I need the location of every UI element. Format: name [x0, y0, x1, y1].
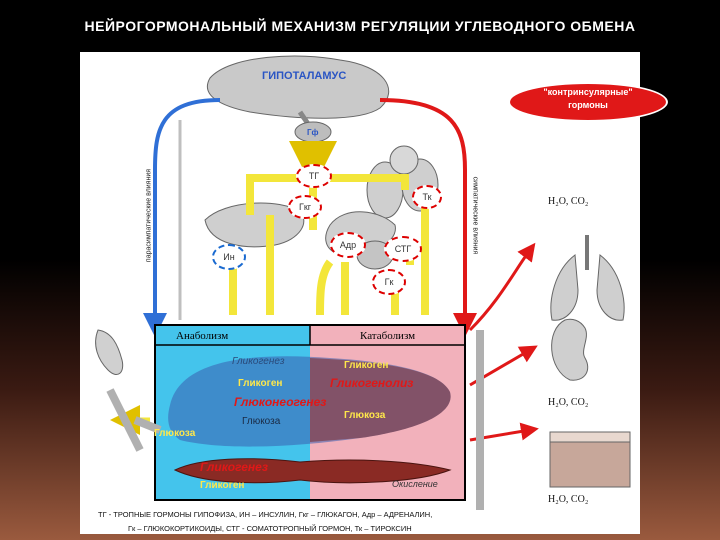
pituitary-label: Гф: [307, 128, 319, 137]
sympathetic-label: симпатические влияния: [472, 151, 479, 281]
footer-line-1: ТГ - ТРОПНЫЕ ГОРМОНЫ ГИПОФИЗА, ИН – ИНСУ…: [98, 510, 432, 519]
hypothalamus-label: ГИПОТАЛАМУС: [262, 70, 346, 82]
bottom-glycogen: Гликоген: [200, 480, 244, 491]
intestine: [96, 330, 123, 375]
anabolism-heading: Анаболизм: [176, 330, 228, 342]
bottom-glucose: Глюкоза: [154, 428, 195, 439]
skin-section: [550, 432, 630, 487]
ana-glucose: Глюкоза: [242, 416, 280, 427]
hormone-gk: Гк: [372, 269, 406, 295]
hypothalamus-brain: [207, 56, 388, 142]
hormone-in: Ин: [212, 244, 246, 270]
bottom-glycogenesis: Гликогенез: [200, 460, 268, 474]
ana-glycogen: Гликоген: [238, 378, 282, 389]
footer-line-2: Гк – ГЛЮКОКОРТИКОИДЫ, СТГ - СОМАТОТРОПНЫ…: [128, 524, 412, 533]
output-skin: H₂O, CO₂: [548, 494, 588, 505]
ana-glycogenesis-faded: Гликогенез: [232, 356, 284, 367]
ana-gluconeogenesis: Глюконеогенез: [234, 395, 326, 409]
cat-glycogenolysis: Гликогенолиз: [330, 376, 413, 390]
kidney: [552, 319, 588, 380]
hormone-tk: Тк: [412, 185, 442, 209]
hormone-tg: ТГ: [296, 164, 332, 188]
hormone-adr: Адр: [330, 232, 366, 258]
hormone-gkg: Гкг: [288, 195, 322, 219]
contrainsular-line2: гормоны: [520, 100, 656, 110]
hormone-stg: СТГ: [384, 236, 422, 262]
output-kidney: H₂O, CO₂: [548, 397, 588, 408]
cat-glucose: Глюкоза: [344, 410, 385, 421]
contrainsular-line1: "контринсулярные": [520, 87, 656, 97]
bottom-oxidation: Окисление: [392, 479, 438, 489]
catabolism-heading: Катаболизм: [360, 330, 415, 342]
parasympathetic-label: парасимпатические влияния: [146, 151, 153, 281]
lungs: [551, 235, 624, 320]
output-lungs: H₂O, CO₂: [548, 196, 588, 207]
cat-glycogen: Гликоген: [344, 360, 388, 371]
